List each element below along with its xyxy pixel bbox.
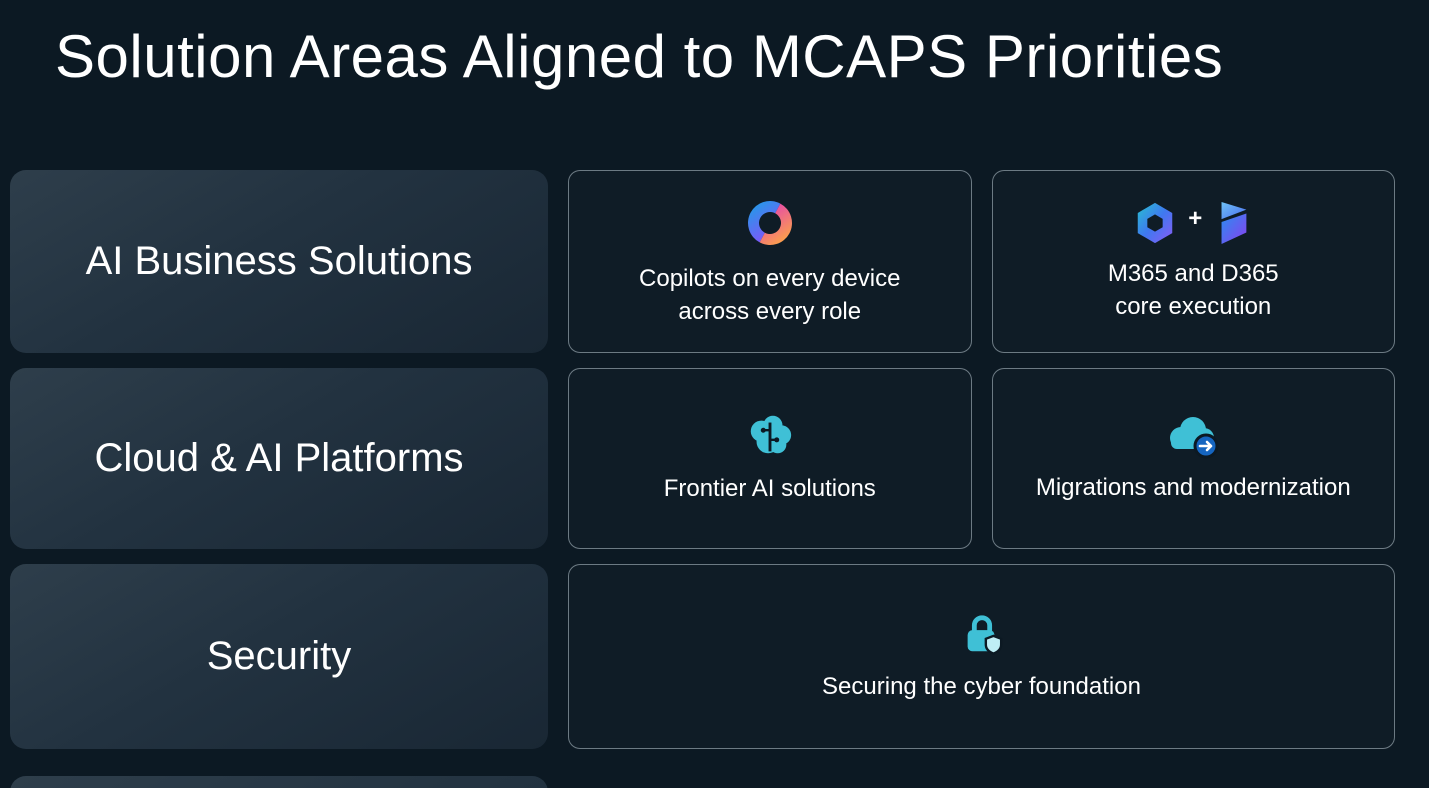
m365-icon [1132,200,1178,246]
area-label: Cloud & AI Platforms [94,436,464,480]
priority-card-label: Copilots on every device across every ro… [639,265,901,325]
cloud-migration-icon [1165,412,1221,460]
lock-shield-icon [959,609,1005,659]
partial-next-card [10,776,548,788]
priority-card-label: M365 and D365 core execution [1107,260,1279,320]
copilot-icon [742,195,798,251]
priority-card-label: Frontier AI solutions [663,475,876,503]
m365-plus-d365-icon-row: + [1132,200,1254,246]
ai-brain-icon [745,411,795,461]
priority-card-migrations: Migrations and modernization [991,368,1395,549]
priority-card-securing-cyber-foundation: Securing the cyber foundation [568,564,1395,749]
d365-icon [1212,200,1254,246]
priority-card-label: Securing the cyber foundation [822,673,1141,701]
priority-card-label: Migrations and modernization [1035,474,1351,502]
priority-card-m365-d365: + M365 and D365 core execution [991,170,1395,353]
plus-sign: + [1188,205,1203,233]
solution-areas-grid: AI Business Solutions Copilots on eve [10,170,1395,749]
priority-card-copilots: Copilots on every device across every ro… [568,170,972,353]
area-card-ai-business-solutions: AI Business Solutions [10,170,548,353]
slide-title: Solution Areas Aligned to MCAPS Prioriti… [55,23,1224,90]
area-card-security: Security [10,564,548,749]
area-label: Security [206,634,352,678]
area-label: AI Business Solutions [85,239,473,283]
area-card-cloud-ai-platforms: Cloud & AI Platforms [10,368,548,549]
priority-card-frontier-ai: Frontier AI solutions [568,368,972,549]
